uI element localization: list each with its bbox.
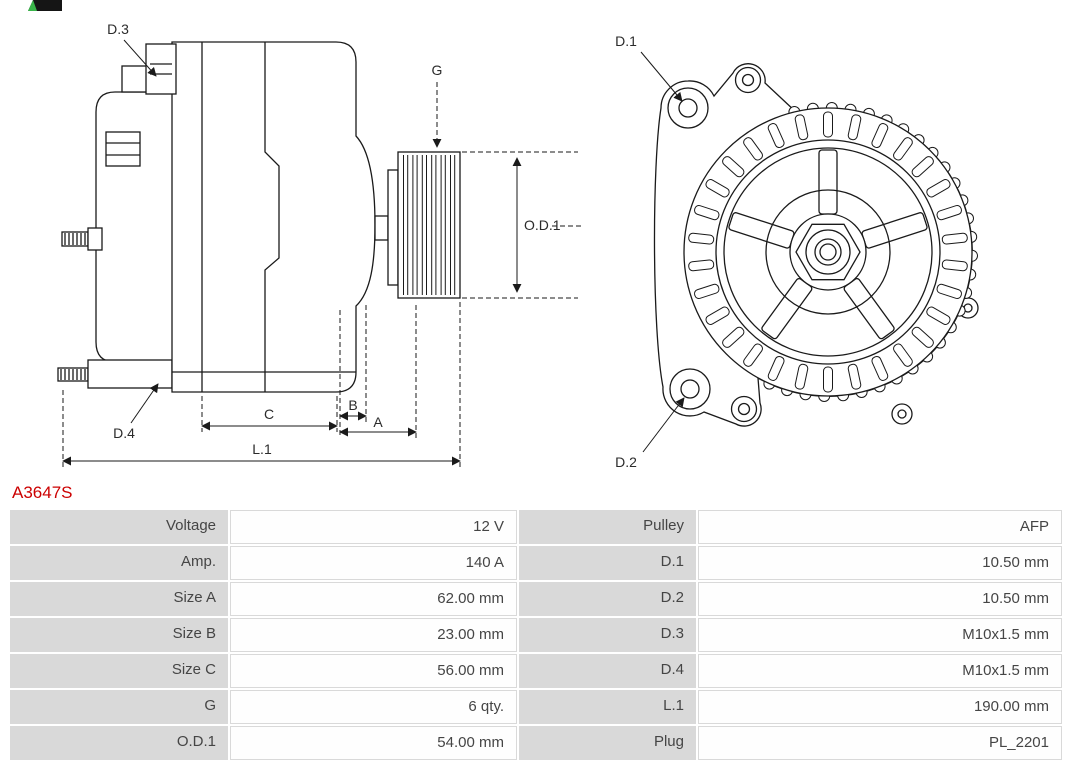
spec-label: L.1 [519, 690, 696, 724]
dim-label-d2: D.2 [615, 454, 637, 470]
dim-label-od1: O.D.1 [524, 217, 561, 233]
spec-table: Voltage 12 V Pulley AFP Amp. 140 A D.1 1… [10, 510, 1062, 760]
dim-label-g: G [432, 62, 443, 78]
spec-value: 23.00 mm [230, 618, 517, 652]
part-number: A3647S [12, 483, 73, 502]
alternator-drawing: O.D.1 G D.3 D.4 C B A [57, 21, 979, 470]
rear-view-dimensions: D.1 D.2 [615, 33, 685, 470]
side-view-dimensions: O.D.1 G D.3 D.4 C B A [62, 21, 582, 468]
brand-logo-icon [28, 0, 62, 11]
vent-slots-icon [688, 111, 968, 393]
spec-label: Plug [519, 726, 696, 760]
spec-value: PL_2201 [698, 726, 1062, 760]
spec-label: D.3 [519, 618, 696, 652]
spec-value: 12 V [230, 510, 517, 544]
spec-value: 140 A [230, 546, 517, 580]
dim-label-c: C [264, 406, 274, 422]
spec-label: D.4 [519, 654, 696, 688]
spec-label: G [10, 690, 228, 724]
spec-label: D.1 [519, 546, 696, 580]
dim-label-d3: D.3 [107, 21, 129, 37]
technical-drawing-area: O.D.1 G D.3 D.4 C B A [28, 0, 979, 470]
spec-label: Size C [10, 654, 228, 688]
spec-label: Size A [10, 582, 228, 616]
dim-label-d1: D.1 [615, 33, 637, 49]
dim-label-d4: D.4 [113, 425, 135, 441]
dim-label-a: A [373, 414, 383, 430]
spec-label: Size B [10, 618, 228, 652]
dim-label-l1: L.1 [252, 441, 272, 457]
spec-label: O.D.1 [10, 726, 228, 760]
spec-value: M10x1.5 mm [698, 618, 1062, 652]
spec-value: 10.50 mm [698, 546, 1062, 580]
pulley-grooves-icon [403, 155, 456, 295]
spec-value: AFP [698, 510, 1062, 544]
threaded-stud-icon [64, 233, 86, 245]
spec-value: 6 qty. [230, 690, 517, 724]
threaded-stud-icon [60, 369, 86, 380]
dim-label-b: B [348, 397, 357, 413]
spec-value: 10.50 mm [698, 582, 1062, 616]
rear-view-drawing [653, 63, 979, 427]
side-view-drawing [57, 41, 461, 393]
spec-value: 190.00 mm [698, 690, 1062, 724]
spec-label: Pulley [519, 510, 696, 544]
spec-value: M10x1.5 mm [698, 654, 1062, 688]
spec-label: D.2 [519, 582, 696, 616]
spec-label: Amp. [10, 546, 228, 580]
spec-value: 62.00 mm [230, 582, 517, 616]
spec-value: 54.00 mm [230, 726, 517, 760]
spec-value: 56.00 mm [230, 654, 517, 688]
spec-label: Voltage [10, 510, 228, 544]
